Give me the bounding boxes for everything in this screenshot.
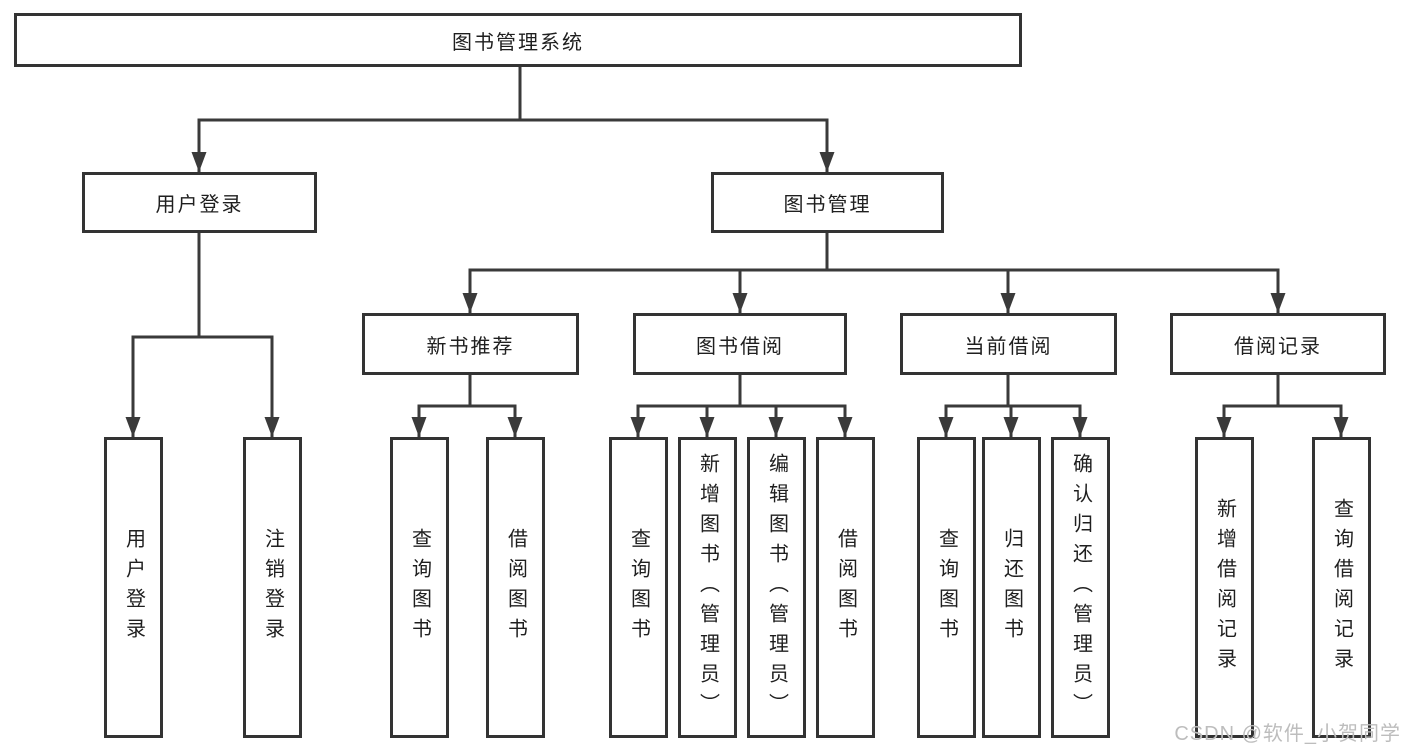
leaf-cb-confirm-return-admin-label: 确认归还（管理员） [1069, 452, 1092, 723]
node-book-borrowing: 图书借阅 [633, 313, 847, 375]
leaf-br-query-record-label: 查询借阅记录 [1330, 497, 1353, 678]
node-user-login-label: 用户登录 [155, 194, 244, 216]
watermark-text: CSDN @软件_小贺同学 [1174, 723, 1401, 745]
node-library-system-label: 图书管理系统 [452, 31, 584, 54]
leaf-bb-borrow-book-label: 借阅图书 [834, 527, 857, 648]
node-new-book-recommend-label: 新书推荐 [426, 335, 515, 358]
leaf-bb-query-book-label: 查询图书 [627, 527, 650, 648]
node-current-borrowing-label: 当前借阅 [964, 335, 1053, 358]
leaf-user-login: 用户登录 [104, 437, 163, 738]
leaf-cb-query-book-label: 查询图书 [935, 527, 958, 648]
node-current-borrowing: 当前借阅 [900, 313, 1117, 375]
leaf-br-add-record: 新增借阅记录 [1195, 437, 1254, 738]
node-library-system: 图书管理系统 [14, 13, 1022, 67]
node-book-borrowing-label: 图书借阅 [696, 335, 784, 358]
node-new-book-recommend: 新书推荐 [362, 313, 579, 375]
leaf-bb-query-book: 查询图书 [609, 437, 668, 738]
leaf-bb-add-book-admin-label: 新增图书（管理员） [696, 452, 719, 723]
leaf-bb-edit-book-admin-label: 编辑图书（管理员） [765, 452, 788, 723]
leaf-nbr-borrow-book: 借阅图书 [486, 437, 545, 738]
leaf-logout: 注销登录 [243, 437, 302, 738]
leaf-nbr-query-book: 查询图书 [390, 437, 449, 738]
leaf-bb-add-book-admin: 新增图书（管理员） [678, 437, 737, 738]
leaf-cb-confirm-return-admin: 确认归还（管理员） [1051, 437, 1110, 738]
node-borrowing-records-label: 借阅记录 [1234, 335, 1322, 358]
leaf-logout-label: 注销登录 [261, 527, 284, 648]
leaf-br-add-record-label: 新增借阅记录 [1213, 497, 1236, 678]
leaf-nbr-query-book-label: 查询图书 [408, 527, 431, 648]
node-borrowing-records: 借阅记录 [1170, 313, 1386, 375]
node-user-login: 用户登录 [82, 172, 317, 233]
leaf-br-query-record: 查询借阅记录 [1312, 437, 1371, 738]
leaf-cb-return-book-label: 归还图书 [1000, 527, 1023, 648]
leaf-bb-edit-book-admin: 编辑图书（管理员） [747, 437, 806, 738]
leaf-nbr-borrow-book-label: 借阅图书 [504, 527, 527, 648]
leaf-bb-borrow-book: 借阅图书 [816, 437, 875, 738]
node-book-management: 图书管理 [711, 172, 944, 233]
node-book-management-label: 图书管理 [783, 194, 872, 216]
leaf-user-login-label: 用户登录 [122, 527, 145, 648]
leaf-cb-query-book: 查询图书 [917, 437, 976, 738]
leaf-cb-return-book: 归还图书 [982, 437, 1041, 738]
